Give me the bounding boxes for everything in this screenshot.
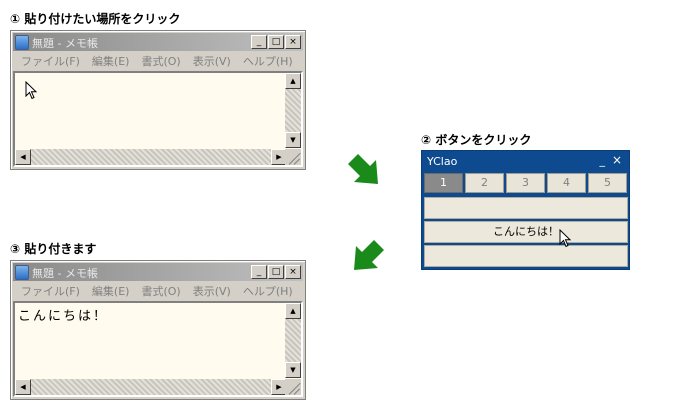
menubar: ファイル(F) 編集(E) 書式(O) 表示(V) ヘルプ(H) [11, 51, 305, 69]
menu-view[interactable]: 表示(V) [192, 55, 231, 68]
scroll-up-icon[interactable]: ▲ [285, 303, 301, 319]
scroll-up-icon[interactable]: ▲ [285, 73, 301, 89]
minimize-button[interactable]: _ [599, 154, 606, 167]
menu-format[interactable]: 書式(O) [141, 55, 181, 68]
yclao-title: YClao [427, 155, 458, 168]
close-button[interactable]: × [285, 35, 301, 49]
notepad-icon [15, 35, 29, 50]
minimize-button[interactable]: _ [251, 35, 267, 49]
mouse-cursor-icon [559, 229, 572, 248]
close-button[interactable]: × [611, 153, 622, 167]
scroll-left-icon[interactable]: ◀ [15, 149, 31, 165]
resize-grip-icon[interactable] [285, 149, 301, 165]
vertical-scrollbar[interactable]: ▲ ▼ [285, 303, 301, 378]
minimize-button[interactable]: _ [251, 265, 267, 279]
horizontal-scrollbar[interactable]: ◀ ▶ [15, 149, 287, 165]
tab-5[interactable]: 5 [588, 173, 627, 193]
yclao-titlebar[interactable]: YClao _ × [422, 151, 629, 173]
step2-label: ② ボタンをクリック [421, 133, 532, 147]
notepad-titlebar[interactable]: 無題 - メモ帳 _ □ × [13, 263, 303, 281]
menu-help[interactable]: ヘルプ(H) [242, 55, 293, 68]
notepad-title: 無題 - メモ帳 [32, 267, 98, 280]
step3-label: ③ 貼り付きます [10, 242, 97, 256]
menu-help[interactable]: ヘルプ(H) [242, 285, 293, 298]
yclao-window: YClao _ × 1 2 3 4 5 こんにちは！ [421, 150, 630, 270]
menu-file[interactable]: ファイル(F) [21, 285, 80, 298]
tab-3[interactable]: 3 [506, 173, 545, 193]
scroll-left-icon[interactable]: ◀ [15, 379, 31, 395]
menu-edit[interactable]: 編集(E) [91, 55, 130, 68]
arrow-down-right-icon [348, 154, 378, 184]
tab-4[interactable]: 4 [547, 173, 586, 193]
phrase-button-1[interactable] [424, 197, 628, 219]
horizontal-scrollbar[interactable]: ◀ ▶ [15, 379, 287, 395]
vertical-scrollbar[interactable]: ▲ ▼ [285, 73, 301, 148]
scroll-down-icon[interactable]: ▼ [285, 132, 301, 148]
notepad-window-result: 無題 - メモ帳 _ □ × ファイル(F) 編集(E) 書式(O) 表示(V)… [10, 260, 306, 400]
phrase-button-3[interactable] [424, 245, 628, 267]
notepad-window-empty: 無題 - メモ帳 _ □ × ファイル(F) 編集(E) 書式(O) 表示(V)… [10, 30, 306, 170]
maximize-button[interactable]: □ [268, 265, 284, 279]
arrow-down-left-icon [354, 240, 384, 270]
notepad-titlebar[interactable]: 無題 - メモ帳 _ □ × [13, 33, 303, 51]
tab-bar: 1 2 3 4 5 [424, 173, 627, 193]
text-edit-area[interactable]: こんにちは！ ▲ ▼ ◀ ▶ [13, 301, 303, 397]
phrase-button-2[interactable]: こんにちは！ [424, 221, 628, 243]
menu-format[interactable]: 書式(O) [141, 285, 181, 298]
tab-1[interactable]: 1 [424, 173, 463, 193]
menu-file[interactable]: ファイル(F) [21, 55, 80, 68]
mouse-cursor-icon [25, 81, 38, 100]
maximize-button[interactable]: □ [268, 35, 284, 49]
resize-grip-icon[interactable] [285, 379, 301, 395]
menubar: ファイル(F) 編集(E) 書式(O) 表示(V) ヘルプ(H) [11, 281, 305, 299]
text-edit-area[interactable]: ▲ ▼ ◀ ▶ [13, 71, 303, 167]
menu-view[interactable]: 表示(V) [192, 285, 231, 298]
pasted-text: こんにちは！ [18, 309, 109, 324]
tab-2[interactable]: 2 [465, 173, 504, 193]
scroll-down-icon[interactable]: ▼ [285, 362, 301, 378]
step1-label: ① 貼り付けたい場所をクリック [10, 12, 181, 26]
menu-edit[interactable]: 編集(E) [91, 285, 130, 298]
notepad-title: 無題 - メモ帳 [32, 37, 98, 50]
notepad-icon [15, 265, 29, 280]
close-button[interactable]: × [285, 265, 301, 279]
